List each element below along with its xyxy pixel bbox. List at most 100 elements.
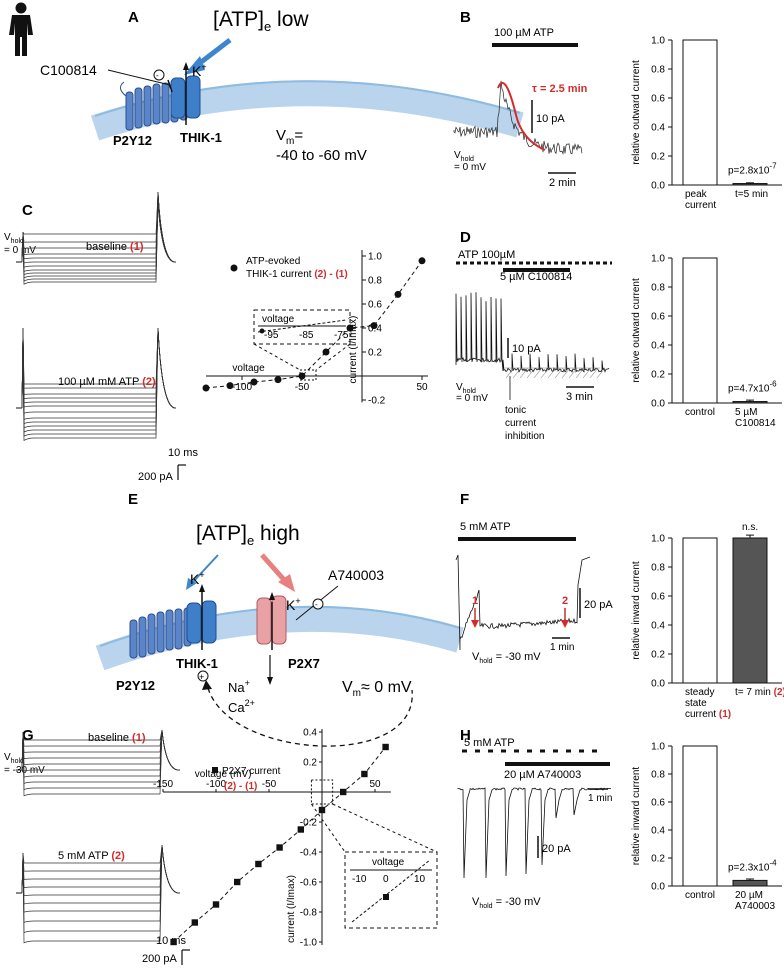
f-mark-1: 1 (472, 595, 478, 607)
panel-c: C Vhold = 0 mV baseline (1) 100 µM mM AT… (4, 191, 198, 483)
svg-text:Vhold: Vhold (4, 232, 24, 245)
y-tick-label: 0.0 (651, 399, 665, 410)
k-ion-a: K (192, 63, 202, 79)
svg-text:baseline (1): baseline (1) (88, 732, 146, 744)
g-baseline-traces (16, 729, 181, 797)
data-point (340, 788, 347, 796)
data-point (394, 290, 402, 298)
inset-tick-label: 10 (414, 874, 426, 885)
inset-tick-label: -85 (299, 330, 314, 341)
d-drug-label: 5 µM C100814 (500, 271, 572, 283)
y-tick-label: 0.2 (651, 370, 665, 381)
category-label: t= 7 min (2) (735, 687, 784, 698)
y-tick-label: 1.0 (368, 252, 382, 263)
y-tick-label: 0.8 (368, 276, 382, 287)
bar (732, 879, 768, 887)
svg-text:[ATP]e low: [ATP]e low (213, 8, 309, 34)
data-point (226, 382, 234, 390)
legend-marker (230, 264, 238, 272)
legend-label: P2X7 current (222, 766, 281, 777)
svg-text:baseline (1): baseline (1) (86, 241, 144, 253)
svg-text:Vhold: Vhold (4, 752, 24, 765)
zoom-box (310, 779, 334, 805)
panel-label-h: H (460, 727, 471, 744)
iv-fit-line (205, 260, 423, 389)
panel-e-title: [ATP] (196, 522, 247, 545)
bar (682, 257, 718, 404)
data-point (212, 901, 220, 908)
category-label: current (685, 200, 716, 211)
y-axis-label: relative inward current (631, 767, 642, 866)
svg-text:Vhold = -30 mV: Vhold = -30 mV (472, 651, 541, 665)
b-scale-time: 2 min (549, 177, 576, 189)
annotation: n.s. (742, 522, 758, 533)
panel-label-f: F (460, 491, 469, 508)
b-vhold-val: = 0 mV (454, 162, 486, 173)
svg-text:5 mM ATP (2): 5 mM ATP (2) (58, 850, 125, 862)
p2y12-receptor-e (129, 607, 192, 659)
g-atp-traces (16, 844, 181, 944)
zoom-line (332, 803, 438, 853)
vm-e: V (342, 679, 353, 696)
inset-tick-label: -75 (334, 330, 349, 341)
b-tau: τ = 2.5 min (532, 83, 588, 95)
panel-b: B 100 µM ATP τ = 2.5 min 10 pA Vhold = 0… (453, 9, 588, 189)
y-tick-label: -0.8 (300, 908, 318, 919)
d-tonic-3: inhibition (505, 431, 544, 442)
x-axis-label: voltage (mV) (195, 769, 252, 780)
x-tick-label: -100 (232, 382, 252, 393)
annotation: p=2.8x10-7 (728, 162, 777, 177)
c-atp-label: 100 µM mM ATP (58, 376, 139, 388)
thik1-channel-e (186, 600, 217, 644)
d-vhold-val: = 0 mV (456, 393, 488, 404)
c-vhold-val: = 0 mV (4, 245, 36, 256)
x-tick-label: 50 (369, 779, 381, 790)
x-tick-label: -150 (153, 779, 173, 790)
p2x7-channel (256, 595, 287, 645)
y-tick-label: 0.6 (651, 798, 665, 809)
d-scale-pa: 10 pA (512, 343, 541, 355)
panel-f: F 5 mM ATP 1 2 20 pA 1 min Vhold = -30 m… (455, 491, 613, 665)
y-tick-label: 0.6 (651, 592, 665, 603)
svg-text:K+: K+ (192, 62, 207, 79)
x-tick-label: -50 (295, 382, 310, 393)
y-axis-label: relative outward current (631, 60, 642, 165)
data-point (418, 257, 426, 265)
panel-d: D ATP 100µM 5 µM C100814 10 pA Vhold = 0… (455, 229, 612, 442)
category-label: steady (685, 687, 714, 698)
p2y12-label: P2Y12 (113, 133, 152, 148)
y-tick-label: 0.2 (303, 758, 317, 769)
data-point (234, 878, 241, 886)
y-tick-label: 0.2 (651, 152, 665, 163)
g-scale-pa: 200 pA (142, 953, 178, 965)
feedback-arrow (207, 687, 413, 747)
y-tick-label: 0.4 (368, 324, 382, 335)
panel-h: H 5 mM ATP 20 µM A740003 1 min 20 pA Vho… (457, 727, 612, 910)
svg-text:100 µM mM ATP (2): 100 µM mM ATP (2) (58, 376, 156, 388)
svg-text:Vm=: Vm= (276, 127, 303, 147)
y-tick-label: -1.0 (300, 938, 318, 949)
annotation: p=2.3x10-4 (728, 858, 777, 873)
x-tick-label: 50 (416, 382, 428, 393)
drug-a740003: A740003 (328, 567, 384, 583)
c-scale-pa: 200 pA (138, 471, 174, 483)
d-vhold: V (456, 382, 463, 393)
h-scale-pa: 20 pA (542, 843, 571, 855)
data-point (370, 322, 378, 330)
thik1-label: THIK-1 (180, 130, 222, 145)
panel-a: A [ATP]e low P2Y12 K+ THIK-1 (9, 2, 524, 164)
na-ion: Na (228, 680, 245, 695)
inset-point (259, 328, 265, 334)
k-ion-e1: K (190, 571, 200, 587)
panel-label-c: C (22, 202, 33, 219)
panel-label-g: G (22, 727, 34, 744)
panel-label-b: B (460, 9, 471, 26)
y-tick-label: -0.2 (300, 818, 318, 829)
category-label: control (685, 890, 715, 901)
inset-xlabel: voltage (372, 857, 405, 868)
data-point (170, 938, 177, 946)
y-tick-label: 0.4 (651, 341, 665, 352)
